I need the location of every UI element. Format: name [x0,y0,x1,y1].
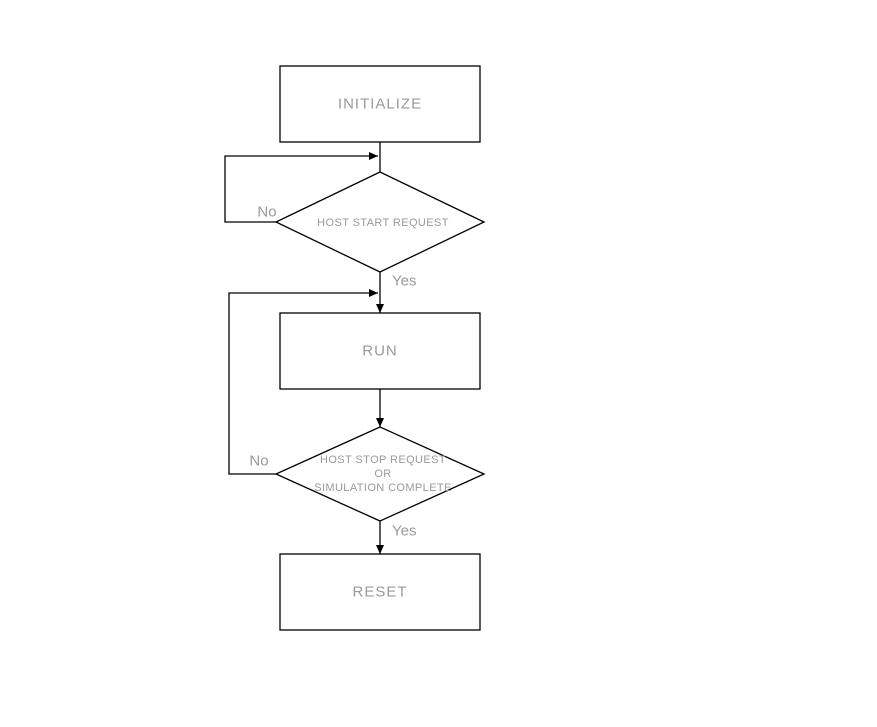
start-yes-label: Yes [392,273,416,290]
run-box [279,312,481,390]
host-stop-request-label-line3: SIMULATION COMPLETE [314,482,452,494]
connector-start-no-loop [224,152,378,223]
initialize-box [279,65,481,143]
start-no-label: No [257,204,276,221]
host-stop-request-diamond [274,426,486,522]
host-start-request-diamond [274,171,486,273]
run-label: RUN [362,343,398,360]
reset-label: RESET [352,584,407,601]
stop-yes-label: Yes [392,523,416,540]
host-start-request-label: HOST START REQUEST [317,217,449,229]
initialize-label: INITIALIZE [338,96,422,113]
connector-stop-no-loop [228,289,378,475]
host-stop-request-label-line1: HOST STOP REQUEST [320,454,446,466]
stop-no-label: No [249,453,268,470]
host-stop-request-label-line2: OR [374,468,391,480]
reset-box [279,553,481,631]
